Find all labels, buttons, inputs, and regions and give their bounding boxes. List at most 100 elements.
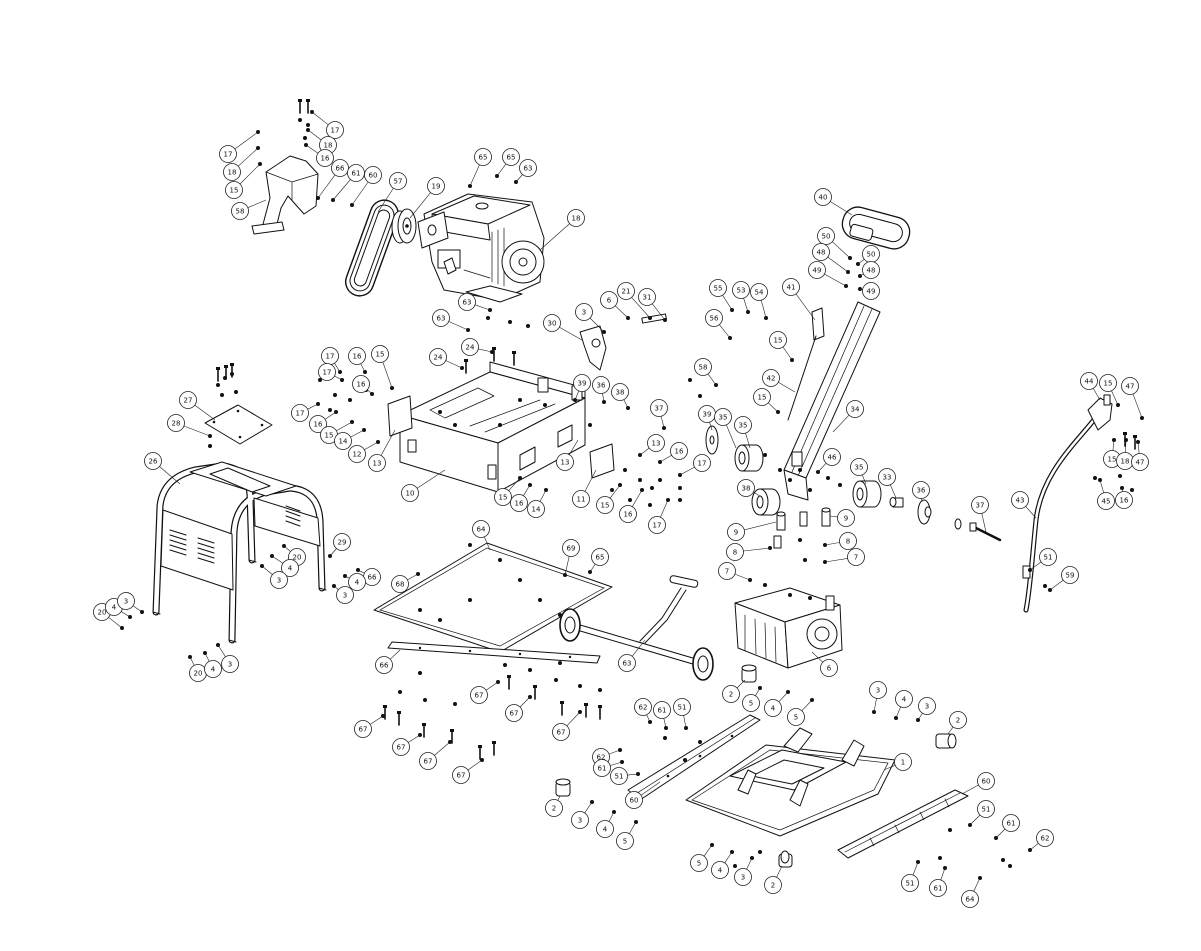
callout-circle [1036, 829, 1054, 847]
callout-circle [750, 283, 768, 301]
callout-number: 60 [369, 172, 378, 180]
callout: 46 [817, 448, 841, 473]
callout-number: 17 [331, 127, 340, 135]
leader-line [121, 611, 131, 618]
screw [464, 359, 468, 374]
bolt [418, 608, 422, 612]
callout: 3 [333, 585, 354, 604]
callout-circle [929, 879, 947, 897]
leader-line [194, 404, 216, 421]
callout-circle [847, 548, 865, 566]
callout: 35 [714, 408, 737, 449]
screw-head [306, 99, 310, 102]
callout-circle [734, 416, 752, 434]
callout-number: 64 [477, 526, 486, 534]
callout-number: 4 [112, 604, 117, 612]
bolt [808, 488, 812, 492]
air-cleaner-knob [427, 224, 437, 236]
callout: 58 [694, 358, 717, 386]
callout-number: 1 [901, 759, 905, 767]
leader-line [584, 469, 597, 492]
strip-bar-hole-1 [418, 646, 422, 650]
handle-foot [783, 469, 809, 501]
callout-number: 40 [819, 194, 828, 202]
callout: 15 [753, 388, 779, 413]
callout: 16 [305, 144, 334, 167]
callout: 50 [857, 245, 880, 265]
frame-bracket-left [537, 377, 549, 393]
leader-line [707, 373, 717, 386]
callout-number: 50 [822, 233, 831, 241]
disc-left [705, 425, 719, 455]
screw-head [533, 685, 537, 688]
callout: 49 [859, 282, 880, 300]
screw-head [298, 99, 302, 102]
callout-number: 21 [622, 288, 631, 296]
bolt [798, 468, 802, 472]
callout-circle [391, 575, 409, 593]
callout-number: 45 [1102, 498, 1111, 506]
callout-circle [949, 711, 967, 729]
callout-circle [901, 874, 919, 892]
callout-circle [1011, 491, 1029, 509]
callout-circle [625, 791, 643, 809]
callout-circle [862, 282, 880, 300]
leader-line [183, 425, 211, 437]
callout-number: 42 [767, 375, 776, 383]
leader-line [478, 348, 493, 353]
callout-circle [1099, 374, 1117, 392]
callout-number: 60 [982, 778, 991, 786]
bolt [1130, 488, 1134, 492]
callout-number: 3 [124, 598, 128, 606]
callout-number: 39 [578, 380, 587, 388]
callout-circle [734, 868, 752, 886]
callout-circle [705, 309, 723, 327]
callout: 69 [562, 539, 580, 576]
belt-guard [251, 155, 319, 235]
callout-circle [1039, 548, 1057, 566]
callout-circle [502, 148, 520, 166]
callout-number: 5 [794, 714, 798, 722]
callout: 67 [354, 715, 384, 738]
callout: 61 [995, 814, 1020, 839]
callout: 4 [596, 811, 615, 838]
callout: 39 [698, 405, 716, 431]
disc-right-hub [924, 506, 932, 518]
leader-line [726, 424, 737, 449]
callout-number: 12 [353, 451, 362, 459]
leader-line [351, 181, 369, 206]
callout-number: 62 [597, 754, 606, 762]
leader-line [639, 447, 650, 456]
base-plate-body [685, 744, 896, 837]
screw [383, 705, 387, 720]
leader-line [917, 713, 923, 721]
callout: 2 [947, 711, 967, 735]
leader-line [795, 293, 816, 321]
leader-line [824, 273, 847, 287]
callout-number: 41 [787, 284, 796, 292]
callout: 17 [219, 131, 259, 163]
screw [584, 703, 588, 718]
callout-number: 16 [675, 448, 684, 456]
bolt [683, 758, 687, 762]
callout-number: 28 [172, 420, 181, 428]
callout: 27 [179, 391, 216, 421]
v-belt-mid [349, 204, 395, 292]
handle-foot-slot [791, 451, 803, 467]
callout: 6 [600, 291, 629, 319]
callout: 16 [510, 484, 531, 512]
bolt [538, 598, 542, 602]
handle-bracket [579, 325, 607, 371]
wheel-axle [569, 621, 704, 668]
callout-circle [647, 434, 665, 452]
bolt [306, 123, 310, 127]
engine [417, 193, 545, 303]
callout-circle [204, 660, 222, 678]
leader-line [912, 861, 919, 876]
callout-circle [837, 509, 855, 527]
callout: 2 [722, 679, 746, 703]
callout-number: 51 [1044, 554, 1053, 562]
leader-line [745, 433, 751, 449]
base-plate-bracket-3 [737, 769, 757, 795]
